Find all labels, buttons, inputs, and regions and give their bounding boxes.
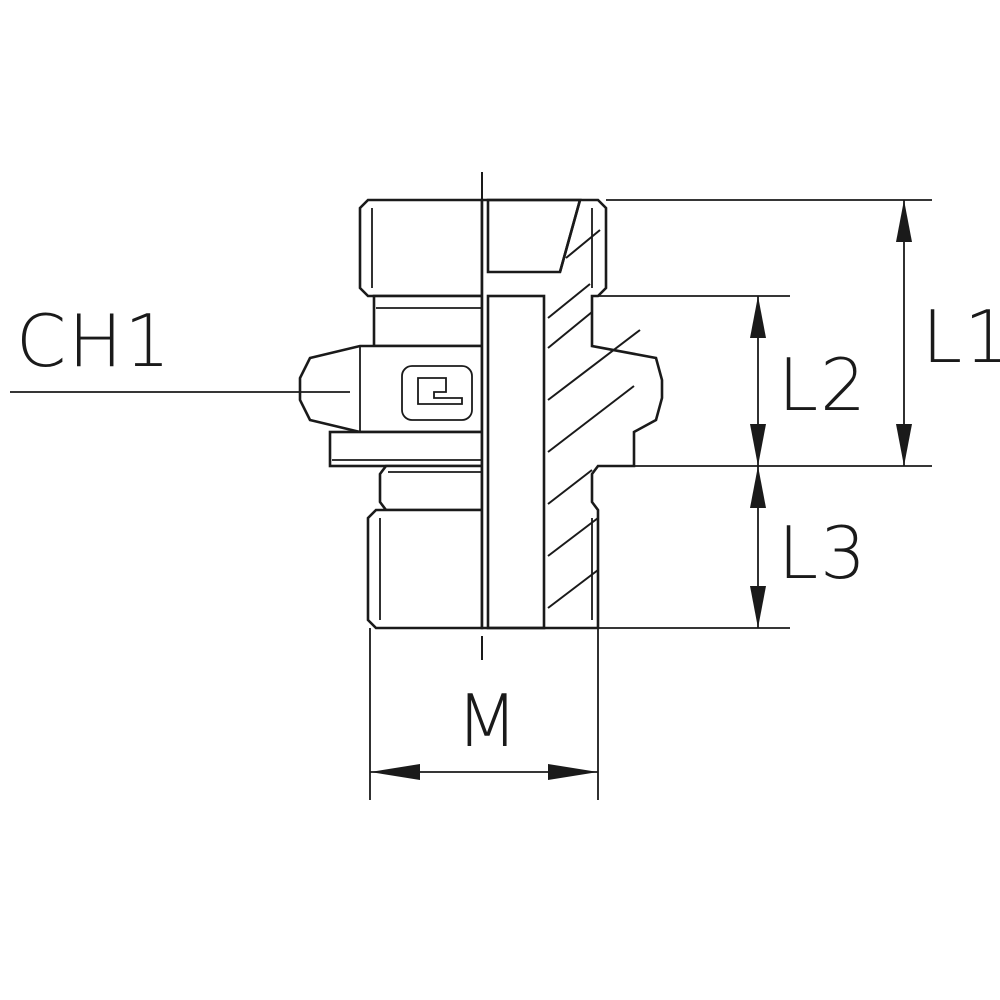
label-ch1: CH1: [16, 299, 172, 383]
cone-seat: [558, 199, 582, 273]
label-l1: L1: [922, 295, 1000, 379]
dimension-m: [370, 764, 598, 780]
bottom-thread-stub: [366, 508, 484, 630]
fitting-body-outline: [298, 198, 484, 630]
upper-neck: [372, 294, 484, 348]
section-outline: [480, 198, 664, 630]
dimension-l1: [896, 200, 912, 466]
label-l2: L2: [778, 343, 868, 427]
extension-lines: [10, 199, 932, 800]
fitting-section-view: [480, 198, 664, 630]
parker-style-emblem-icon: [401, 365, 473, 421]
section-hatching: [547, 229, 641, 609]
top-thread-stub: [358, 198, 484, 298]
dimension-l2: [750, 296, 766, 466]
label-l3: L3: [778, 511, 868, 595]
section-bore: [486, 294, 546, 630]
label-m: M: [456, 679, 520, 763]
dimension-l3: [750, 466, 766, 628]
